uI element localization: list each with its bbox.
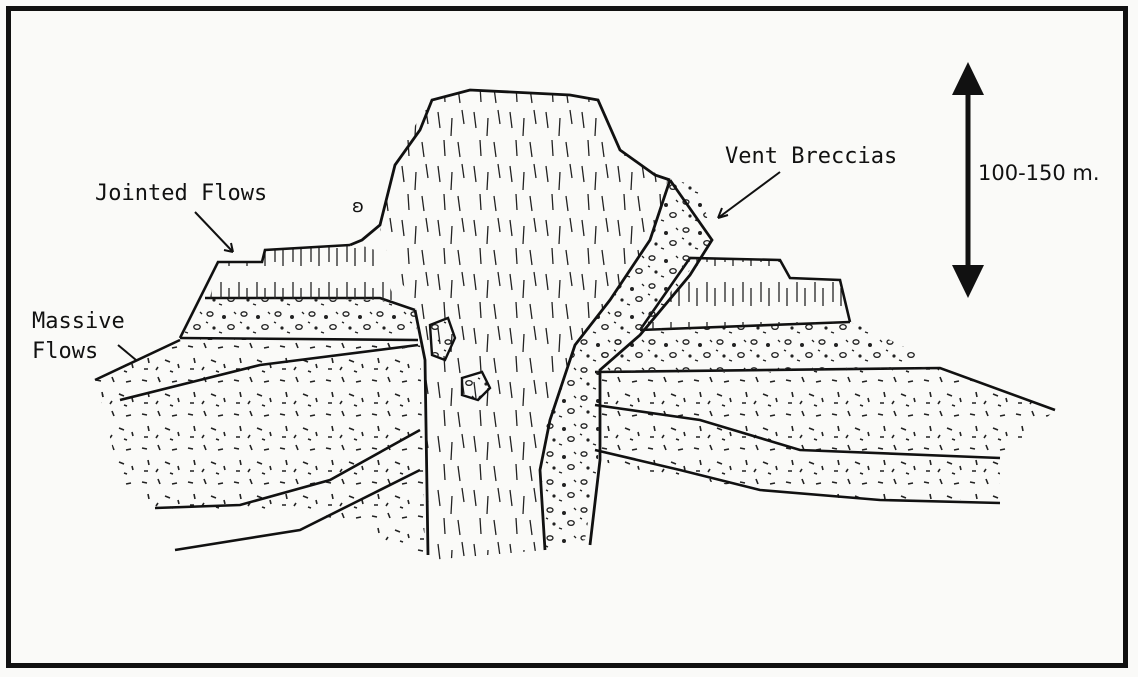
left-jointed-flows [205, 245, 395, 300]
jointed-flows-label: Jointed Flows [95, 181, 267, 206]
left-breccia-layer [180, 298, 418, 340]
massive-flows-arrow [118, 345, 136, 360]
vent-breccias-arrow [718, 172, 780, 218]
massive-flows-label-line1: Massive [32, 309, 125, 334]
right-lower-layer [595, 368, 1055, 500]
svg-text:ʚ: ʚ [352, 196, 364, 217]
jointed-flows-arrow [195, 212, 233, 252]
scale-label: 100-150 m. [978, 161, 1100, 185]
scale-arrow-down [952, 265, 984, 298]
scale-arrow-up [952, 62, 984, 95]
vent-breccias-label: Vent Breccias [725, 144, 897, 169]
massive-flows-label-line2: Flows [32, 339, 98, 364]
